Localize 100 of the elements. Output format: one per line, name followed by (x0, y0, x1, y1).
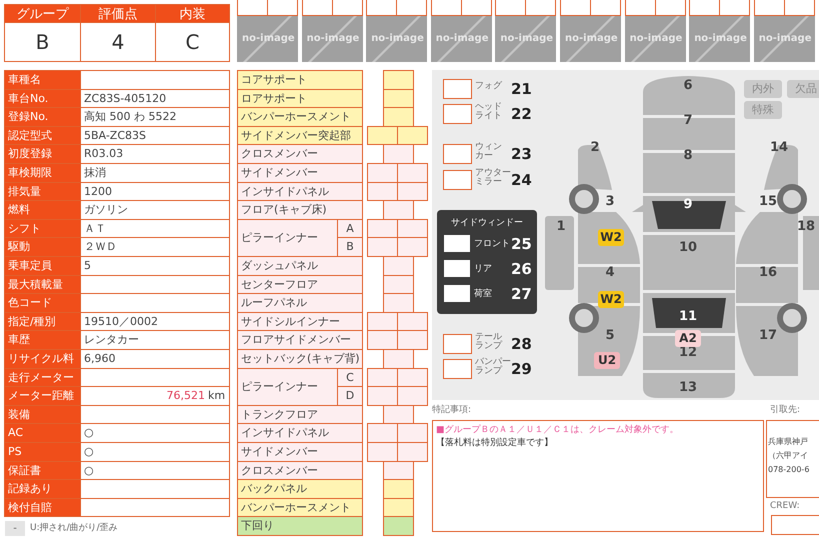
placeholder-text: no-image (630, 32, 681, 46)
part-number: 29 (511, 359, 533, 379)
status-tag: 特殊 (744, 101, 782, 119)
table-cell: サイドメンバー (237, 163, 363, 183)
damage-badge: U2 (594, 352, 620, 369)
row-header: AC (4, 423, 81, 443)
row-header: 車検期限 (4, 163, 81, 183)
row-header: 乗車定員 (4, 256, 81, 276)
column-header: 評価点 (80, 4, 156, 23)
address-text: 兵庫県神戸 (768, 436, 809, 448)
panel-number: 13 (678, 380, 698, 396)
table-cell: センターフロア (237, 274, 363, 294)
note-text: ■グループＢのＡ１／Ｕ１／Ｃ１は、クレーム対象外です。 (436, 424, 680, 436)
table-cell: サイドメンバー突起部 (237, 126, 363, 146)
row-header: 色コード (4, 293, 81, 313)
row-header: 燃料 (4, 200, 81, 220)
section-label: CREW: (770, 500, 801, 513)
table-cell: B (337, 237, 363, 257)
table-cell: トランクフロア (237, 404, 363, 424)
row-header: 初度登録 (4, 144, 81, 164)
mileage-value: 76,521 (166, 388, 205, 404)
placeholder-text: no-image (371, 32, 422, 46)
panel-title: サイドウィンドー (450, 217, 524, 230)
table-cell: バンパーホースメント (237, 498, 363, 518)
row-header: 車歴 (4, 330, 81, 350)
unit-label: km (208, 388, 226, 404)
panel-number: 6 (682, 78, 694, 94)
table-cell: クロスメンバー (237, 144, 363, 164)
part-number: 28 (511, 334, 533, 354)
table-cell: D (337, 386, 363, 406)
panel-number: 7 (682, 113, 694, 129)
panel-number: 18 (796, 219, 816, 235)
part-number: 23 (511, 144, 533, 164)
table-cell: 下回り (237, 516, 363, 536)
panel-number: 1 (555, 219, 567, 235)
damage-badge: W2 (598, 291, 624, 308)
table-cell: バンパーホースメント (237, 107, 363, 127)
part-label: バンパーランプ (475, 358, 512, 378)
panel-number: 9 (682, 197, 694, 213)
panel-number: 3 (604, 194, 616, 210)
table-cell: B (4, 22, 81, 62)
table-cell: クロスメンバー (237, 460, 363, 480)
row-header: 登録No. (4, 107, 81, 127)
section-label: 特記事項: (432, 404, 472, 417)
row-header: 検付自賠 (4, 498, 81, 518)
table-cell: フロア(キャブ床) (237, 200, 363, 220)
note-text: 【落札料は特別設定車です】 (436, 437, 554, 449)
part-label: テールランプ (475, 333, 504, 353)
table-cell: セットバック(キャブ背) (237, 349, 363, 369)
placeholder-text: no-image (436, 32, 487, 46)
table-cell: インサイドパネル (237, 423, 363, 443)
panel-number: 2 (589, 140, 601, 156)
table-cell: ピラーインナー (237, 368, 338, 406)
panel-number: 10 (678, 240, 698, 256)
row-header: メーター距離 (4, 386, 81, 406)
table-cell: サイドシルインナー (237, 312, 363, 332)
panel-number: 17 (758, 328, 778, 344)
panel-number: 8 (682, 148, 694, 164)
column-header: 内装 (155, 4, 230, 23)
damage-badge: W2 (598, 229, 624, 246)
placeholder-text: no-image (242, 32, 293, 46)
part-number: 22 (511, 104, 533, 124)
table-cell: ロアサポート (237, 88, 363, 108)
table-cell: インサイドパネル (237, 182, 363, 202)
table-cell: サイドメンバー (237, 442, 363, 462)
address-text: （六甲アイ (768, 450, 809, 462)
column-header: グループ (4, 4, 81, 23)
part-label: アウターミラー (475, 169, 512, 189)
table-cell: C (337, 368, 363, 388)
row-header: PS (4, 442, 81, 462)
panel-number: 16 (758, 265, 778, 281)
placeholder-text: no-image (694, 32, 746, 46)
panel-number: 5 (604, 328, 616, 344)
table-cell: フロアサイドメンバー (237, 330, 363, 350)
part-label: 荷室 (474, 288, 493, 300)
minus-button: - (5, 521, 25, 536)
row-header: 車種名 (4, 70, 81, 90)
address-text: 078-200-6 (768, 464, 810, 476)
part-label: フォグ (475, 82, 503, 93)
part-label: フロント (474, 238, 508, 250)
table-cell: A (337, 218, 363, 238)
panel-number: 15 (758, 194, 778, 210)
table-cell: ピラーインナー (237, 218, 338, 257)
row-header: 記録あり (4, 479, 81, 499)
panel-number: 4 (604, 265, 616, 281)
table-cell: ダッシュパネル (237, 256, 363, 276)
part-label: ウィンカー (475, 143, 503, 163)
damage-badge: A2 (675, 330, 701, 347)
part-label: リア (474, 263, 493, 275)
placeholder-text: no-image (306, 32, 358, 46)
placeholder-text: no-image (758, 32, 810, 46)
row-header: 駆動 (4, 237, 81, 257)
part-label: ヘッドライト (475, 103, 503, 123)
panel-number: 11 (678, 309, 698, 325)
part-number: 26 (511, 259, 533, 279)
part-number: 25 (511, 234, 533, 254)
part-number: 21 (511, 79, 533, 99)
part-number: 27 (511, 284, 533, 304)
table-cell: バックパネル (237, 479, 363, 499)
section-label: 引取先: (770, 404, 802, 417)
